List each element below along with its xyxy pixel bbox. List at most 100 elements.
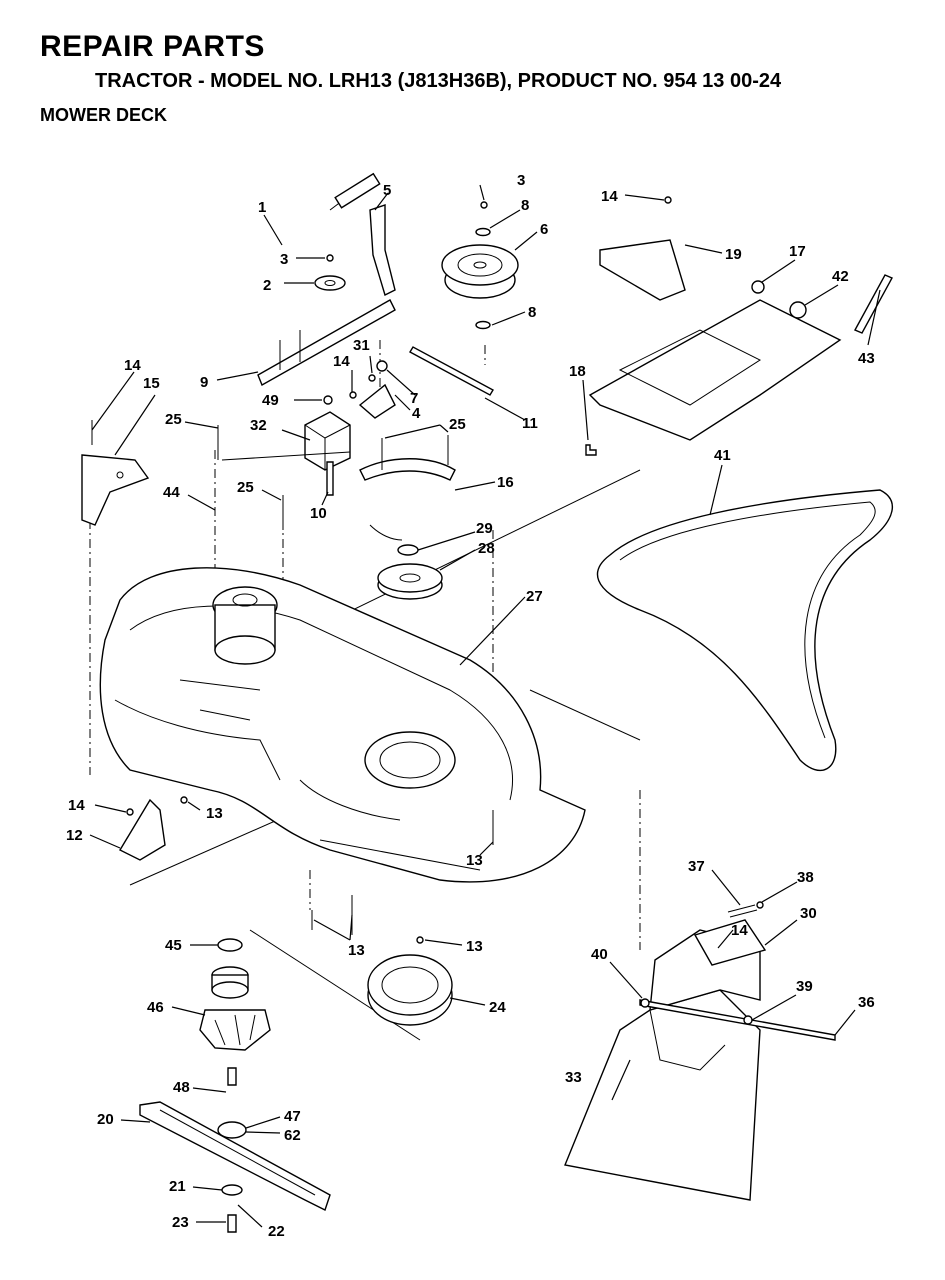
- callout-31: 31: [353, 337, 370, 354]
- callout-25: 25: [237, 479, 254, 496]
- part-33-chute: [564, 929, 761, 1201]
- callout-38: 38: [797, 869, 814, 886]
- callout-32: 32: [250, 417, 267, 434]
- callout-14: 14: [124, 357, 141, 374]
- page-title: REPAIR PARTS: [40, 30, 265, 63]
- callout-23: 23: [172, 1214, 189, 1231]
- callout-19: 19: [725, 246, 742, 263]
- part-44-rod: [221, 451, 351, 461]
- part-15-bracket: [81, 454, 150, 526]
- part-23-bolt: [227, 1214, 237, 1233]
- part-29-washer: [397, 544, 419, 556]
- callout-13: 13: [348, 942, 365, 959]
- callout-8: 8: [528, 304, 536, 321]
- part-13-bolt-d: [416, 936, 424, 944]
- callout-22: 22: [268, 1223, 285, 1240]
- section-heading: MOWER DECK: [40, 105, 167, 125]
- callout-29: 29: [476, 520, 493, 537]
- callout-44: 44: [163, 484, 180, 501]
- callout-3: 3: [280, 251, 288, 268]
- callout-4: 4: [412, 405, 421, 422]
- callout-18: 18: [569, 363, 586, 380]
- callout-11: 11: [522, 415, 538, 432]
- callout-1: 1: [258, 199, 266, 216]
- part-13-bolt-c: [311, 895, 353, 935]
- callout-42: 42: [832, 268, 849, 285]
- callout-25: 25: [165, 411, 182, 428]
- part-2-washer: [314, 275, 346, 291]
- part-40-clip: [640, 998, 650, 1008]
- part-8-washer-top: [475, 227, 491, 237]
- part-16-belt-guard: [359, 458, 456, 481]
- callout-14: 14: [333, 353, 350, 370]
- part-31-bolt: [368, 374, 376, 382]
- callout-25: 25: [449, 416, 466, 433]
- part-14-bolt-mid: [349, 391, 357, 399]
- callout-40: 40: [591, 946, 608, 963]
- callout-30: 30: [800, 905, 817, 922]
- part-9-bracket: [257, 299, 396, 387]
- part-47-spacer: [217, 1121, 247, 1139]
- callout-41: 41: [714, 447, 731, 464]
- part-20-blade: [139, 1101, 331, 1211]
- callout-45: 45: [165, 937, 182, 954]
- part-49-nut: [323, 395, 333, 405]
- callout-27: 27: [526, 588, 543, 605]
- part-3-bolt-b: [480, 201, 488, 209]
- part-28-pulley: [377, 563, 443, 600]
- callout-14: 14: [68, 797, 85, 814]
- callout-labels: 1 2 3 3 4 5 6 7 8 8 9 10 11 12 13 13 13 …: [66, 172, 875, 1240]
- part-48-bolt: [227, 1067, 237, 1086]
- part-19-lift-assembly: [588, 239, 842, 441]
- part-39-clip: [743, 1015, 753, 1025]
- callout-5: 5: [383, 182, 391, 199]
- part-4-bracket: [358, 383, 396, 419]
- callout-10: 10: [310, 505, 327, 522]
- part-43-link: [854, 274, 893, 334]
- callout-14: 14: [731, 922, 748, 939]
- part-37-spring: [727, 904, 758, 918]
- leader-lines: [89, 184, 881, 1228]
- callout-13: 13: [466, 852, 483, 869]
- part-30-bracket: [693, 919, 767, 966]
- callout-8: 8: [521, 197, 529, 214]
- part-5-arm: [369, 204, 396, 296]
- callout-7: 7: [410, 390, 418, 407]
- callout-15: 15: [143, 375, 160, 392]
- callout-14: 14: [601, 188, 618, 205]
- part-42-bushing: [789, 301, 807, 319]
- part-10-bolt: [326, 461, 334, 496]
- part-11-rod: [409, 346, 494, 396]
- callout-2: 2: [263, 277, 271, 294]
- callout-21: 21: [169, 1178, 186, 1195]
- callout-13: 13: [206, 805, 223, 822]
- callout-9: 9: [200, 374, 208, 391]
- callout-24: 24: [489, 999, 506, 1016]
- part-14-bolt-bottom-left: [126, 808, 134, 816]
- part-14-bolt-top: [664, 196, 672, 204]
- part-12-bracket: [119, 798, 166, 861]
- part-3-bolt-a: [326, 254, 334, 262]
- callout-62: 62: [284, 1127, 301, 1144]
- callout-28: 28: [478, 540, 495, 557]
- callout-3: 3: [517, 172, 525, 189]
- callout-43: 43: [858, 350, 875, 367]
- callout-12: 12: [66, 827, 83, 844]
- part-46-hub: [199, 1009, 271, 1051]
- part-45-bearing: [211, 938, 249, 999]
- part-6-pulley: [441, 244, 519, 299]
- spindle-housing: [212, 586, 278, 665]
- callout-47: 47: [284, 1108, 301, 1125]
- callout-17: 17: [789, 243, 806, 260]
- part-25-bolt-c: [381, 435, 449, 470]
- part-17-bushing: [751, 280, 765, 294]
- part-13-bolt-a: [180, 796, 188, 804]
- mower-deck-housing: [99, 567, 586, 883]
- part-1-spring: [329, 172, 381, 211]
- part-41-belt: [596, 489, 893, 771]
- part-36-rod: [639, 999, 836, 1041]
- model-subtitle: TRACTOR - MODEL NO. LRH13 (J813H36B), PR…: [95, 70, 782, 92]
- callout-20: 20: [97, 1111, 114, 1128]
- callout-46: 46: [147, 999, 164, 1016]
